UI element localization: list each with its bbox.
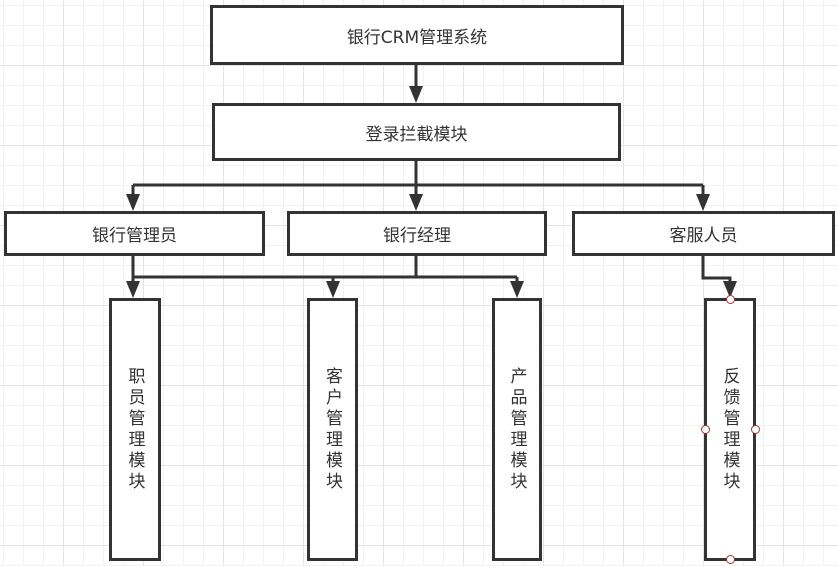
admin-node[interactable]: 银行管理员: [4, 211, 265, 256]
connection-handle[interactable]: [726, 295, 735, 304]
root-node[interactable]: 银行CRM管理系统: [210, 5, 624, 65]
admin-label: 银行管理员: [92, 226, 177, 246]
arrow-head: [126, 194, 140, 211]
customer-module-label: 客户管理模块: [322, 366, 342, 493]
root-label: 银行CRM管理系统: [346, 27, 488, 48]
login-node[interactable]: 登录拦截模块: [212, 103, 621, 161]
feedback-module-node[interactable]: 反馈管理模块: [704, 298, 756, 561]
arrow-head: [409, 194, 423, 211]
customer-module-node[interactable]: 客户管理模块: [307, 298, 358, 561]
arrow-head: [126, 281, 140, 298]
product-module-node[interactable]: 产品管理模块: [492, 298, 542, 561]
staff-module-label: 职员管理模块: [124, 366, 145, 493]
arrow-head: [326, 281, 340, 298]
staff-module-node[interactable]: 职员管理模块: [109, 298, 161, 561]
arrow-head: [696, 194, 710, 211]
manager-label: 银行经理: [383, 226, 451, 246]
feedback-module-label: 反馈管理模块: [719, 366, 740, 493]
service-node[interactable]: 客服人员: [572, 211, 835, 256]
arrow-head: [723, 281, 737, 298]
arrow-head: [510, 281, 524, 298]
arrow-head: [409, 86, 423, 103]
login-label: 登录拦截模块: [365, 124, 468, 145]
connection-handle[interactable]: [726, 555, 735, 564]
manager-node[interactable]: 银行经理: [287, 211, 547, 256]
product-module-label: 产品管理模块: [506, 366, 527, 493]
service-label: 客服人员: [669, 226, 738, 246]
connection-handle[interactable]: [751, 425, 760, 434]
connection-handle[interactable]: [701, 425, 710, 434]
